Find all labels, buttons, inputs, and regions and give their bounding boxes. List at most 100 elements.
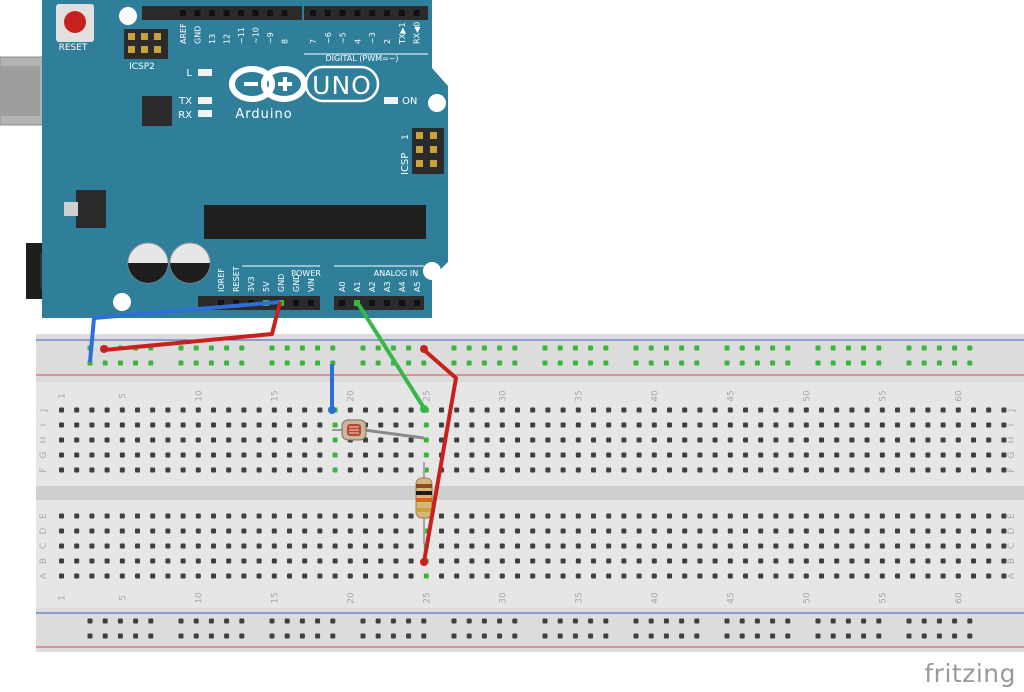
breadboard-hole <box>667 528 672 534</box>
row-letter-left: C <box>39 543 49 549</box>
breadboard-rail-hole <box>906 345 912 351</box>
breadboard-hole <box>940 467 946 473</box>
breadboard-hole <box>271 422 277 428</box>
breadboard-hole <box>955 528 961 534</box>
breadboard-hole <box>241 437 247 443</box>
analog-pin-label: A3 <box>383 281 392 292</box>
breadboard-hole <box>378 558 384 564</box>
breadboard-hole <box>135 513 140 519</box>
breadboard-hole <box>332 558 338 564</box>
breadboard-hole <box>667 467 672 473</box>
breadboard-hole <box>575 558 581 564</box>
breadboard-hole <box>59 558 64 564</box>
breadboard-hole <box>591 467 596 473</box>
breadboard-hole <box>74 467 80 473</box>
breadboard: 1155101015152020252530303535404045455050… <box>36 334 1024 652</box>
breadboard-hole <box>515 467 520 473</box>
analog-header <box>334 296 424 310</box>
breadboard-hole <box>241 467 247 473</box>
breadboard-rail-hole <box>102 633 108 639</box>
breadboard-hole <box>606 407 612 413</box>
column-number-bottom: 20 <box>346 592 356 604</box>
breadboard-hole <box>515 558 520 564</box>
breadboard-rail-hole <box>815 618 821 624</box>
breadboard-hole <box>484 513 490 519</box>
digital-pin-hole <box>267 10 273 16</box>
breadboard-hole <box>895 422 900 428</box>
breadboard-hole <box>910 467 916 473</box>
breadboard-rail-hole <box>679 633 685 639</box>
breadboard-rail-hole <box>921 633 927 639</box>
breadboard-rail-hole <box>315 345 321 351</box>
breadboard-hole <box>758 407 764 413</box>
breadboard-rail-hole <box>87 633 93 639</box>
breadboard-hole <box>879 437 885 443</box>
row-letter-right: D <box>1007 527 1017 534</box>
breadboard-hole <box>910 437 916 443</box>
analog-pin-hole <box>369 300 375 306</box>
breadboard-hole <box>74 573 80 579</box>
breadboard-hole <box>119 437 125 443</box>
breadboard-hole <box>819 573 824 579</box>
breadboard-rail-hole <box>967 633 973 639</box>
breadboard-hole <box>545 513 551 519</box>
breadboard-hole <box>712 543 718 549</box>
breadboard-rail-hole <box>133 633 139 639</box>
breadboard-hole <box>469 528 475 534</box>
breadboard-hole <box>515 528 520 534</box>
breadboard-hole <box>1001 573 1007 579</box>
reset-button[interactable] <box>64 11 86 33</box>
breadboard-rail-hole <box>603 360 609 366</box>
breadboard-rail-hole <box>572 618 578 624</box>
breadboard-hole <box>378 452 384 458</box>
breadboard-rail-hole <box>178 633 184 639</box>
breadboard-hole <box>484 558 490 564</box>
breadboard-rail-hole <box>406 345 412 351</box>
column-number-bottom: 60 <box>954 592 964 604</box>
breadboard-hole <box>864 437 870 443</box>
breadboard-hole <box>195 407 201 413</box>
breadboard-hole <box>378 543 384 549</box>
breadboard-hole <box>1001 543 1007 549</box>
breadboard-hole <box>636 422 642 428</box>
breadboard-hole <box>788 543 794 549</box>
breadboard-rail-hole <box>724 345 730 351</box>
row-letter-right: E <box>1007 513 1017 519</box>
breadboard-rail-hole <box>315 360 321 366</box>
breadboard-hole <box>469 452 475 458</box>
breadboard-hole <box>788 467 794 473</box>
breadboard-hole <box>347 543 353 549</box>
breadboard-hole <box>180 467 186 473</box>
breadboard-hole <box>1001 528 1007 534</box>
breadboard-hole <box>834 407 840 413</box>
analog-pin-label: A4 <box>398 281 407 292</box>
icsp2-pin <box>141 46 148 53</box>
breadboard-hole <box>499 573 505 579</box>
breadboard-hole <box>651 452 657 458</box>
breadboard-hole <box>439 573 444 579</box>
breadboard-hole <box>332 573 338 579</box>
breadboard-hole <box>986 422 992 428</box>
breadboard-rail-hole <box>603 618 609 624</box>
breadboard-hole <box>89 422 95 428</box>
breadboard-hole <box>560 528 566 534</box>
breadboard-rail-hole <box>451 345 457 351</box>
breadboard-hole <box>560 407 566 413</box>
breadboard-rail-hole <box>193 345 199 351</box>
breadboard-hole <box>560 573 566 579</box>
breadboard-hole <box>150 467 156 473</box>
breadboard-hole <box>591 513 596 519</box>
breadboard-hole <box>773 452 779 458</box>
breadboard-hole <box>712 422 718 428</box>
breadboard-hole <box>302 437 308 443</box>
breadboard-hole <box>849 543 855 549</box>
breadboard-hole <box>910 558 916 564</box>
breadboard-rail-hole <box>481 618 487 624</box>
breadboard-rail-hole <box>588 345 594 351</box>
breadboard-rail-hole <box>679 618 685 624</box>
breadboard-rail-hole <box>406 360 412 366</box>
breadboard-hole <box>408 422 414 428</box>
breadboard-hole <box>773 437 779 443</box>
breadboard-hole <box>849 407 855 413</box>
breadboard-hole <box>803 422 809 428</box>
